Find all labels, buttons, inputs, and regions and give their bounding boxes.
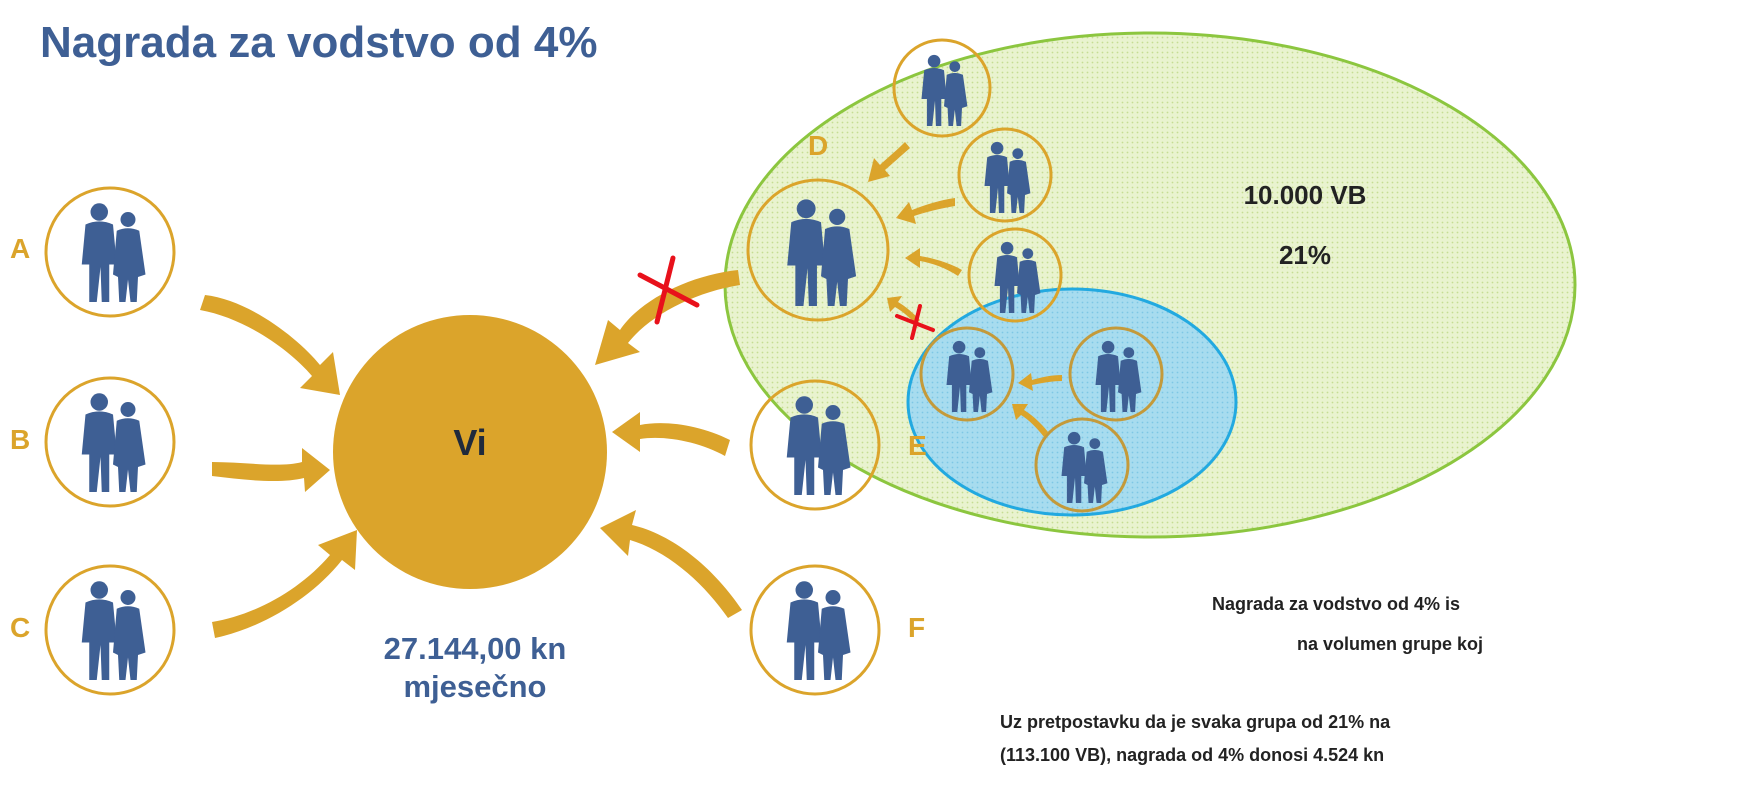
node-s3 [1034, 417, 1130, 513]
cross-icon [895, 304, 935, 340]
label-c: C [10, 612, 31, 643]
label-f: F [908, 612, 926, 643]
group-volume: 10.000 VB [1243, 180, 1367, 210]
arrow-icon [896, 198, 955, 224]
cross-icon [637, 255, 700, 325]
node-f [749, 564, 881, 696]
page-title: Nagrada za vodstvo od 4% [40, 18, 598, 67]
amount-period: mjesečno [403, 669, 547, 704]
node-e [749, 379, 881, 511]
label-d: D [808, 130, 829, 161]
amount-value: 27.144,00 kn [383, 631, 567, 666]
label-e: E [908, 430, 927, 461]
amount: 27.144,00 kn mjesečno [330, 630, 620, 706]
arrow-icon [868, 142, 910, 182]
node-d1 [892, 38, 992, 138]
label-b: B [10, 424, 31, 455]
label-a: A [10, 233, 31, 264]
node-d2 [957, 127, 1053, 223]
note-line-1: Nagrada za vodstvo od 4% is [1212, 594, 1461, 614]
arrow-icon [200, 295, 340, 395]
node-d [746, 178, 890, 322]
arrow-icon [1012, 404, 1048, 437]
arrow-icon [600, 510, 742, 618]
node-b [44, 376, 176, 508]
center-node [333, 315, 607, 589]
note-line-3: Uz pretpostavku da je svaka grupa od 21%… [1000, 712, 1391, 732]
note-line-2: na volumen grupe koj [1297, 634, 1484, 654]
arrow-icon [595, 270, 740, 365]
group-percent: 21% [1278, 240, 1332, 270]
node-s2 [1068, 326, 1164, 422]
arrow-icon [612, 412, 730, 456]
arrow-icon [887, 296, 920, 324]
arrow-icon [212, 448, 330, 492]
arrow-icon [1018, 373, 1062, 391]
note-line-4: (113.100 VB), nagrada od 4% donosi 4.524… [1000, 745, 1385, 765]
arrow-icon [905, 248, 962, 276]
node-s1 [919, 326, 1015, 422]
node-a [44, 186, 176, 318]
arrow-icon [212, 530, 357, 638]
node-c [44, 564, 176, 696]
center-label: Vi [453, 422, 487, 463]
node-d3 [967, 227, 1063, 323]
